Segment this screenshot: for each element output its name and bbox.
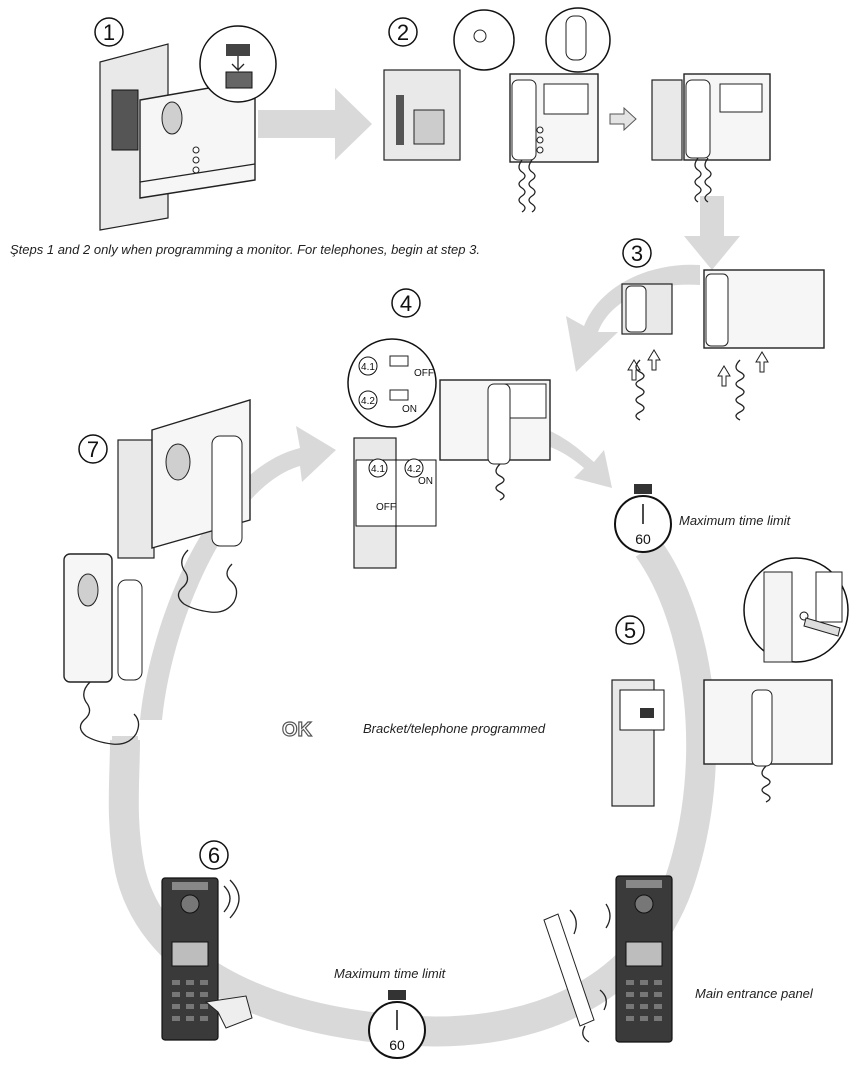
step-number-3: 3 <box>622 238 652 268</box>
svg-text:4.2: 4.2 <box>361 396 375 407</box>
ok-label: OK <box>282 719 313 741</box>
loop-arrow <box>108 539 717 1047</box>
arrow-step1-to-step2 <box>258 88 372 160</box>
arrow-down-to-step3 <box>684 196 740 270</box>
step-number-6: 6 <box>199 840 229 870</box>
main-entrance-illustration <box>543 875 673 1043</box>
svg-text:60: 60 <box>635 531 651 547</box>
svg-text:4.1: 4.1 <box>371 464 385 475</box>
stopwatch-bottom: 60 <box>368 990 426 1059</box>
step2-illustration <box>383 7 771 213</box>
step4-illustration: 4.1 4.2 OFF ON 4.1 4.2 OFF ON <box>347 338 551 569</box>
monitor-screen <box>543 83 589 115</box>
arrow-step3-to-step4 <box>566 264 700 372</box>
svg-text:2: 2 <box>397 20 409 45</box>
step6-illustration <box>161 877 253 1041</box>
svg-text:60: 60 <box>389 1037 405 1053</box>
lifted-handset <box>543 913 595 1027</box>
dip-switch <box>226 44 250 56</box>
step5-illustration <box>611 557 849 807</box>
svg-text:7: 7 <box>87 437 99 462</box>
time-limit-bottom-label: Maximum time limit <box>334 966 447 981</box>
loop-arrow-tail <box>112 736 138 774</box>
arrow-small-step2 <box>609 106 637 132</box>
svg-text:OFF: OFF <box>414 368 434 379</box>
svg-text:ON: ON <box>418 476 433 487</box>
step-number-4: 4 <box>391 288 421 318</box>
handset <box>511 79 537 161</box>
svg-text:ON: ON <box>402 404 417 415</box>
step-number-7: 7 <box>78 434 108 464</box>
bracket-assembled <box>651 79 683 161</box>
svg-text:3: 3 <box>631 241 643 266</box>
svg-text:5: 5 <box>624 618 636 643</box>
step3-illustration <box>621 269 825 421</box>
steps-note: Şteps 1 and 2 only when programming a mo… <box>10 242 480 257</box>
programmed-label: Bracket/telephone programmed <box>363 721 546 736</box>
pressing-hand <box>204 995 253 1029</box>
svg-text:6: 6 <box>208 843 220 868</box>
camera-lens <box>161 101 183 135</box>
step-number-1: 1 <box>94 17 124 47</box>
telephone-unit <box>63 553 113 683</box>
step-number-5: 5 <box>615 615 645 645</box>
svg-text:4.2: 4.2 <box>407 464 421 475</box>
time-limit-top-label: Maximum time limit <box>679 513 792 528</box>
svg-text:4: 4 <box>400 291 412 316</box>
main-panel-label: Main entrance panel <box>695 986 814 1001</box>
bracket-connector <box>111 89 139 151</box>
zoom-switch-circle <box>347 338 437 428</box>
stopwatch-top: 60 <box>614 484 672 553</box>
svg-text:OFF: OFF <box>376 502 396 513</box>
arrow-step4-to-timer <box>540 430 612 488</box>
step7-illustration <box>63 399 251 745</box>
cord <box>518 159 526 213</box>
svg-text:1: 1 <box>103 20 115 45</box>
arrow-step7-to-step4 <box>140 426 336 720</box>
handset-step7 <box>211 435 243 547</box>
bracket-step7 <box>117 439 155 559</box>
svg-text:4.1: 4.1 <box>361 362 375 373</box>
step-number-2: 2 <box>388 17 418 47</box>
step1-illustration <box>99 25 277 231</box>
flow-arrows <box>108 88 740 1047</box>
